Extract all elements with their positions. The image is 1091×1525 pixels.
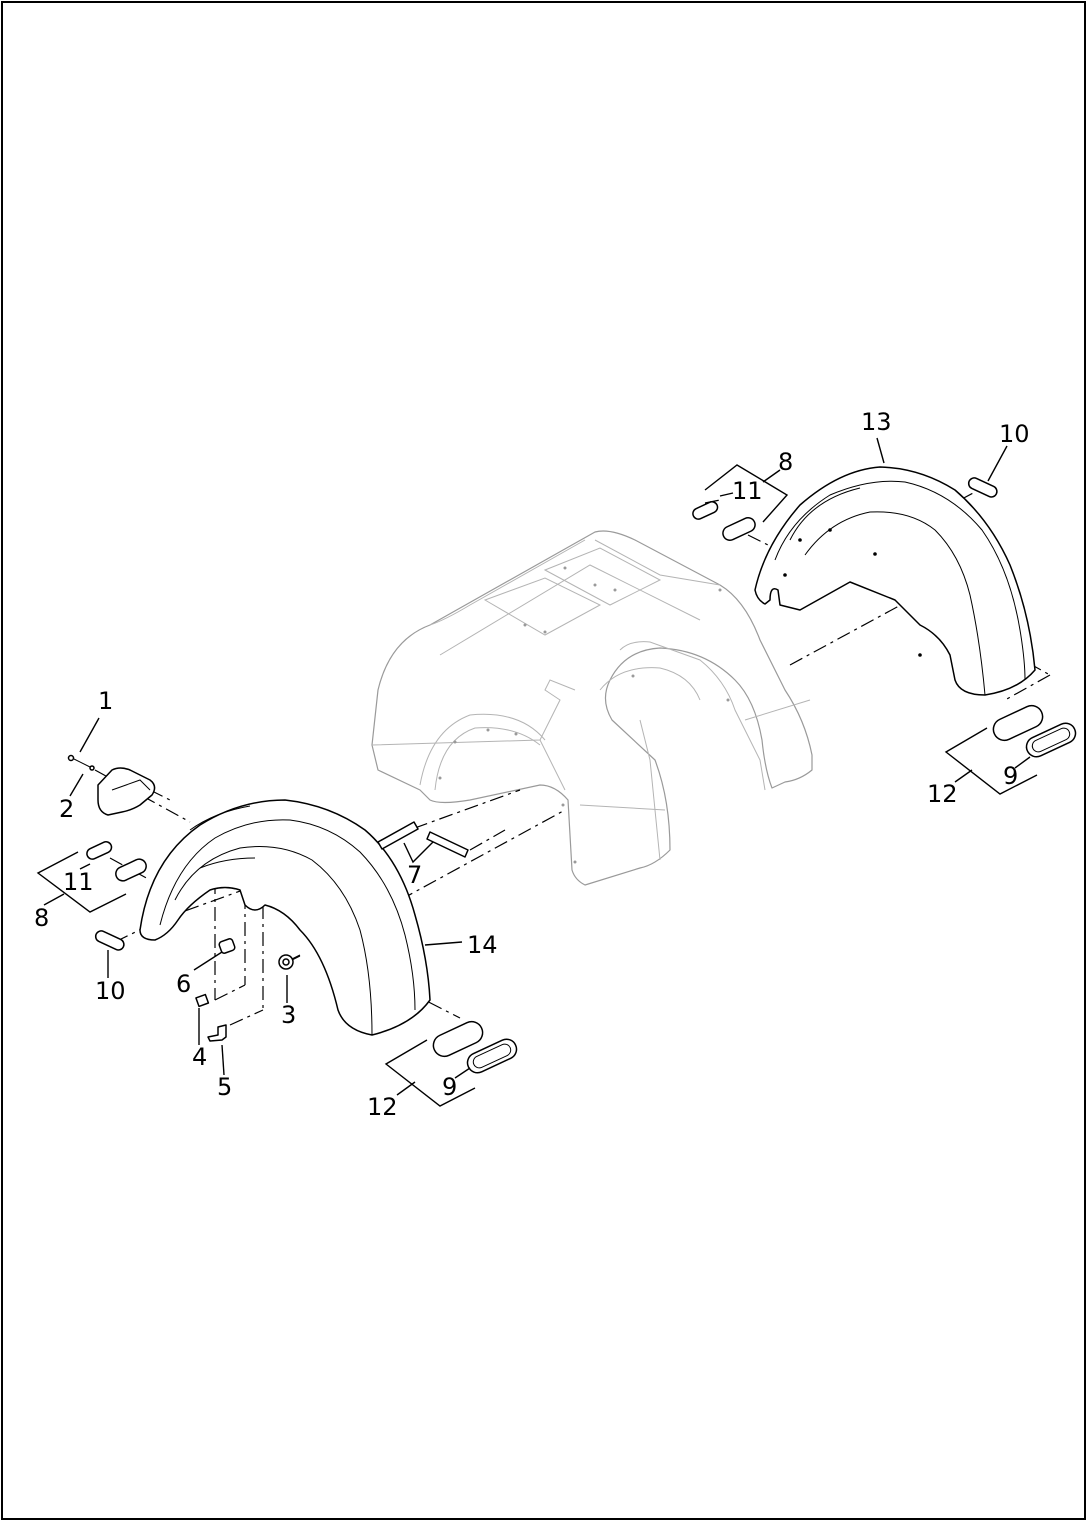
callout-12-left: 12	[367, 1093, 398, 1121]
callout-13: 13	[861, 408, 892, 436]
lens-left-11	[86, 841, 147, 882]
callout-7: 7	[407, 861, 422, 889]
callout-10-right: 10	[999, 420, 1030, 448]
callout-1: 1	[98, 687, 113, 715]
spacer-6	[218, 938, 236, 954]
clip-5	[207, 1024, 227, 1042]
callout-3: 3	[281, 1001, 296, 1029]
callout-12-right: 12	[927, 780, 958, 808]
callout-4: 4	[192, 1043, 207, 1071]
screw-3	[278, 954, 301, 970]
screw-1	[67, 754, 95, 771]
reflector-right-10	[967, 477, 998, 498]
callout-14: 14	[467, 931, 498, 959]
marker-lamp-housing-2	[97, 767, 156, 816]
callout-11-left: 11	[63, 868, 94, 896]
lamp-right-12	[992, 704, 1077, 758]
callout-10-left: 10	[95, 977, 126, 1005]
callout-9-right: 9	[1003, 762, 1018, 790]
callout-11-right: 11	[732, 477, 763, 505]
ghost-body	[371, 530, 813, 886]
nut-4	[195, 993, 210, 1008]
callout-9-left: 9	[442, 1073, 457, 1101]
rear-fender-right	[754, 466, 1036, 696]
front-fender-left	[139, 799, 431, 1036]
callout-2: 2	[59, 795, 74, 823]
reflector-left-10	[94, 930, 125, 951]
callout-8-left: 8	[34, 904, 49, 932]
callout-8-right: 8	[778, 448, 793, 476]
lens-right-11	[692, 501, 756, 541]
tape-strips-7	[377, 821, 469, 858]
lamp-left-12	[432, 1020, 518, 1074]
leader-lines	[36, 437, 1038, 1107]
callouts: 1 2 3 4 5 6 7 8 8 9 9 10 10 11 11 12 12 …	[34, 408, 1030, 1121]
callout-6: 6	[176, 970, 191, 998]
callout-5: 5	[217, 1073, 232, 1101]
